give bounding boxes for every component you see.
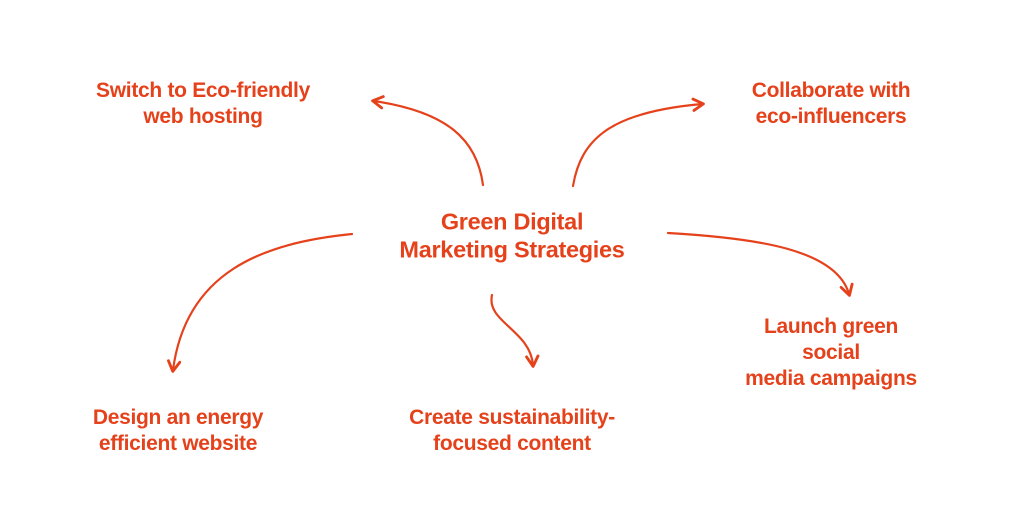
mindmap-node-social-campaigns: Launch green social media campaigns bbox=[745, 314, 917, 391]
arrow-center-to-focused-content bbox=[490, 293, 540, 368]
arrow-center-to-web-hosting bbox=[371, 95, 485, 187]
mindmap-node-focused-content: Create sustainability- focused content bbox=[409, 405, 615, 455]
mindmap-node-eco-influencers: Collaborate with eco-influencers bbox=[751, 78, 911, 128]
arrow-center-to-eco-influencers bbox=[571, 97, 705, 188]
mindmap-center-node: Green Digital Marketing Strategies bbox=[399, 208, 625, 262]
mindmap-node-efficient-website: Design an energy efficient website bbox=[92, 405, 264, 455]
arrow-center-to-social-campaigns bbox=[666, 231, 854, 297]
mindmap-node-web-hosting: Switch to Eco-friendly web hosting bbox=[96, 78, 310, 128]
arrow-center-to-efficient-website bbox=[167, 232, 354, 373]
